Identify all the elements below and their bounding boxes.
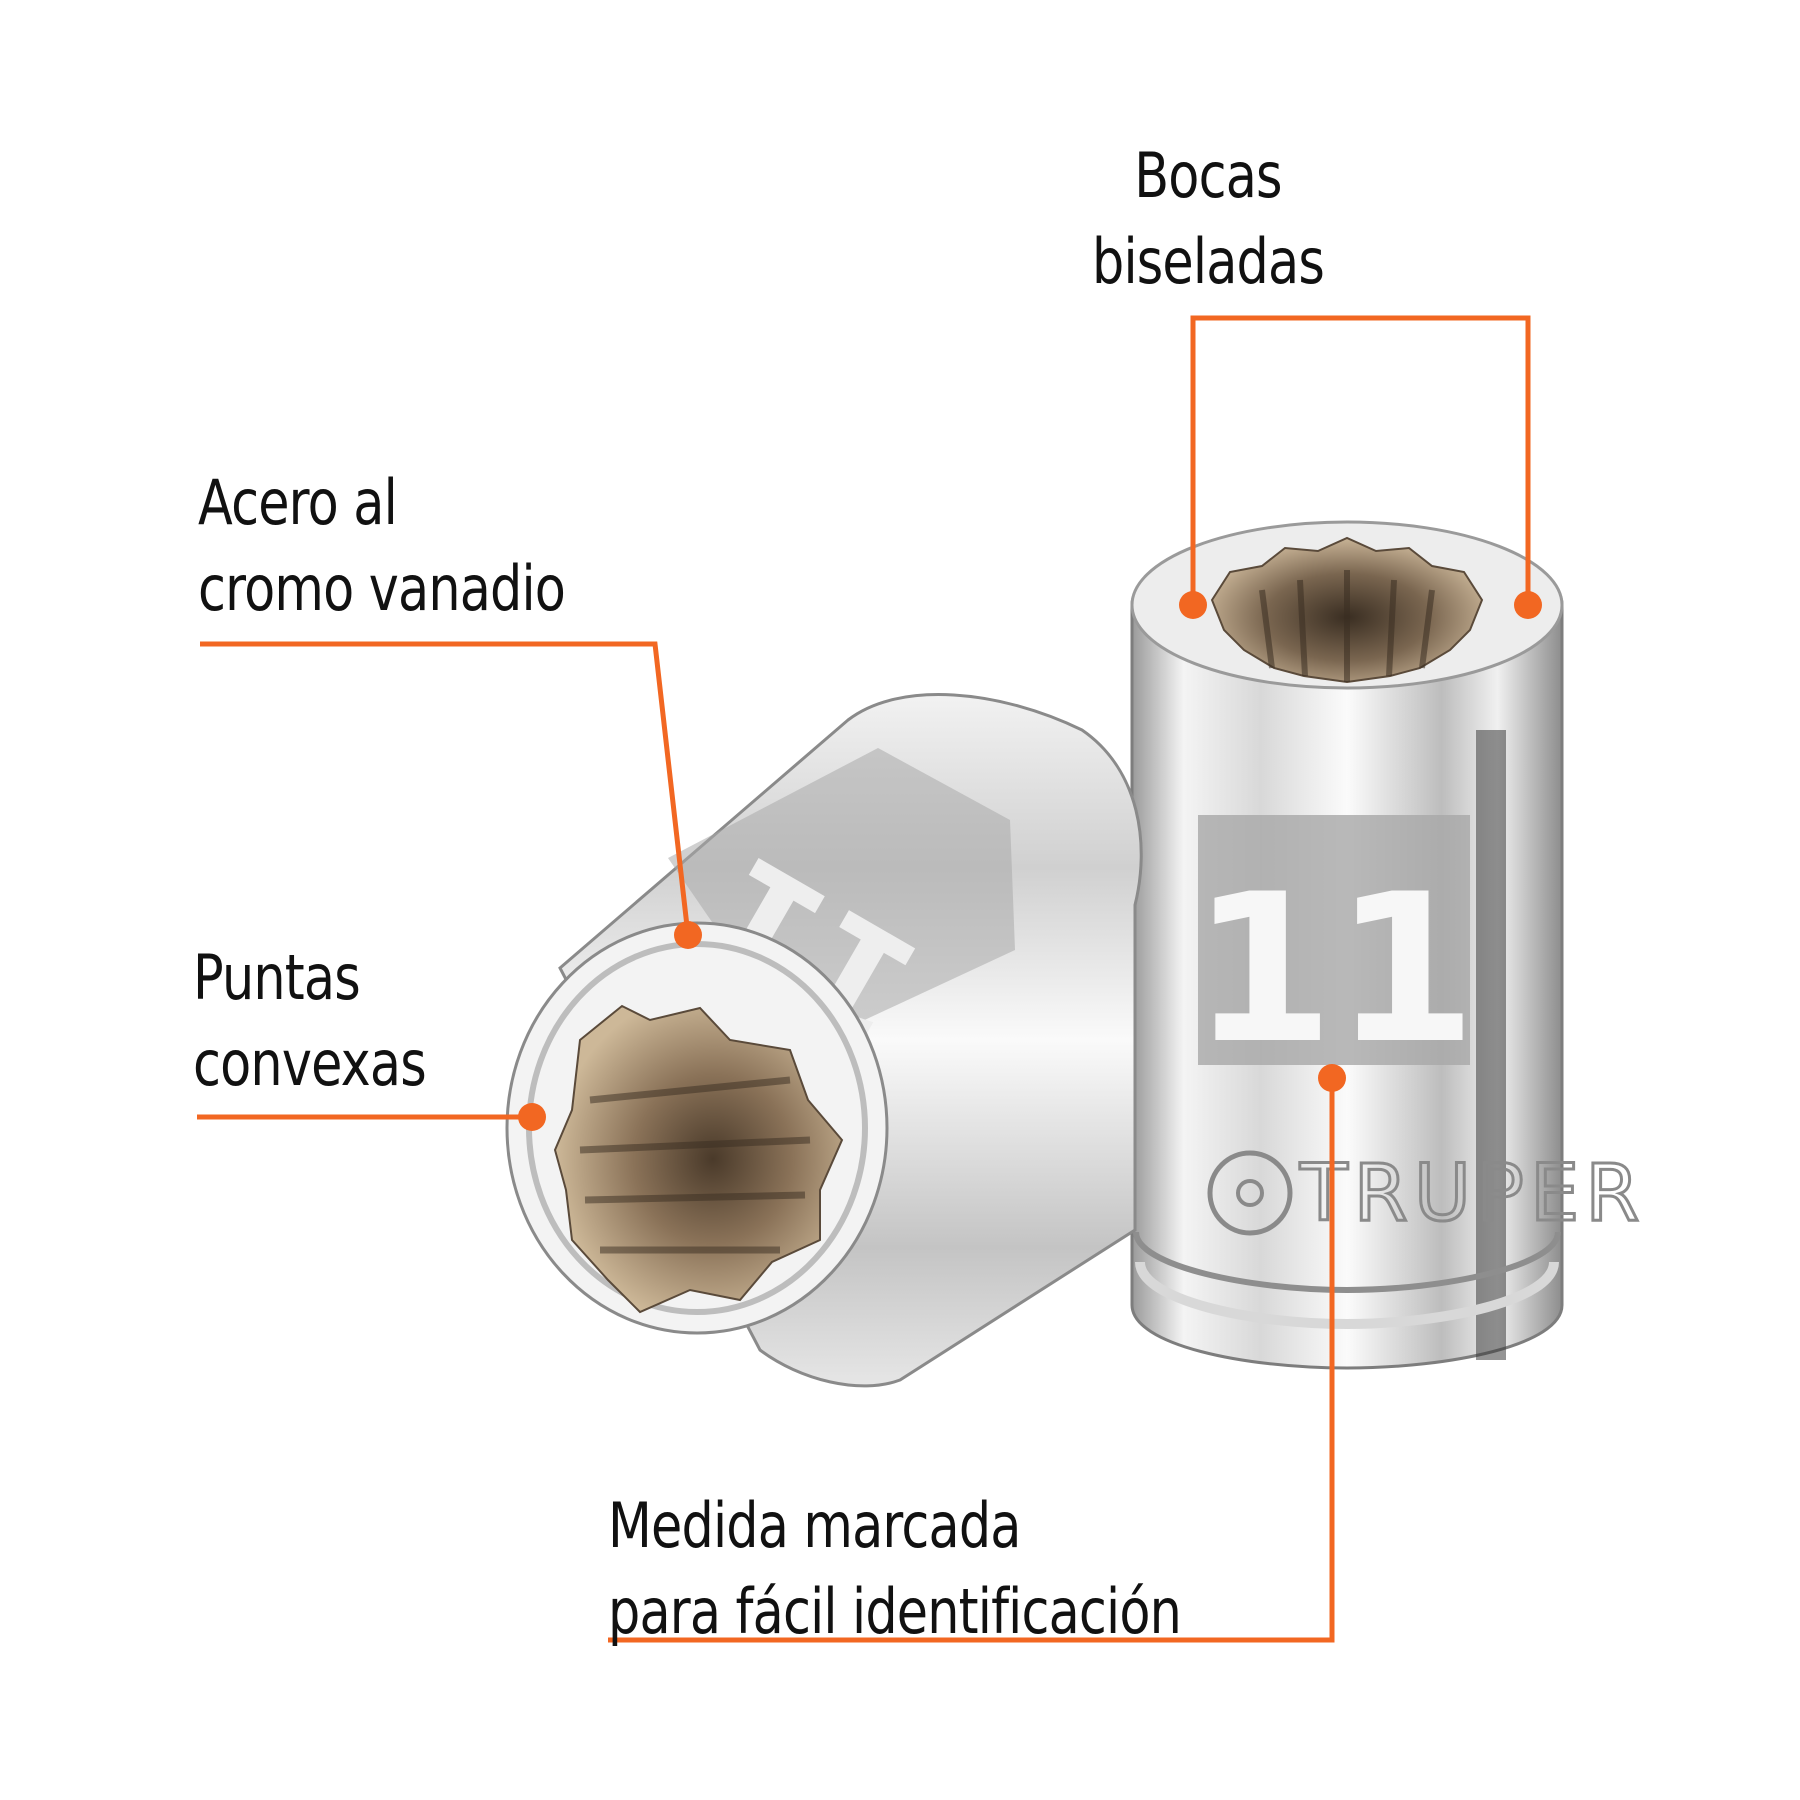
acero-label-line2: cromo vanadio [198,552,566,625]
bocas-leader [1190,315,1531,605]
puntas-label-line1: Puntas [193,941,361,1014]
bocas-label-line1: Bocas [1134,139,1282,212]
upright-socket-bore-flutes [1259,570,1435,682]
acero-leader [200,641,691,936]
upright-size-mark: 11 [1191,851,1476,1089]
medida-label-line1: Medida marcada [608,1489,1021,1562]
medida-dot [1318,1064,1346,1092]
medida-leader [608,1078,1335,1643]
bocas-label-line2: biseladas [1092,225,1325,298]
puntas-label-line2: convexas [193,1027,427,1100]
callout-dots [518,591,1542,1131]
brand-name: TRUPER [1299,1149,1645,1239]
upright-socket: 11 TRUPER [1130,520,1645,1370]
acero-label: Acero al cromo vanadio [198,460,566,632]
callout-leaders [197,315,1531,1643]
upright-socket-base-groove [1133,1231,1561,1294]
medida-label-line2: para fácil identificación [608,1575,1182,1648]
upright-socket-bright-stripe [1476,730,1506,1360]
bocas-dot-right [1514,591,1542,619]
tilted-socket: 11 [505,693,1143,1388]
upright-size-panel [1198,815,1470,1065]
upright-socket-base-shadow [1135,1261,1559,1330]
acero-dot [674,921,702,949]
bocas-dot-left [1179,591,1207,619]
brand-logo: TRUPER [1207,1148,1645,1241]
tilted-socket-bore-flutes [579,1076,811,1254]
bocas-label: Bocas biseladas [1077,133,1339,305]
puntas-label: Puntas convexas [193,935,427,1107]
medida-label: Medida marcada para fácil identificación [608,1483,1182,1655]
puntas-dot [518,1103,546,1131]
acero-label-line1: Acero al [198,466,398,539]
